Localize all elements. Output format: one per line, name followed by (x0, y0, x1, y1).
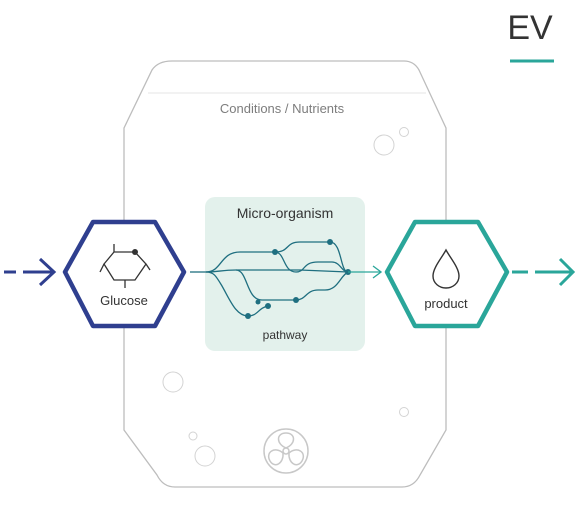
pathway-node (255, 299, 261, 305)
fan-icon (263, 428, 309, 474)
glucose-node: Glucose (62, 219, 187, 329)
product-node: product (384, 219, 510, 329)
glucose-hexagon (62, 219, 187, 329)
glucose-atom (132, 249, 138, 255)
product-hexagon (384, 219, 510, 329)
bubble (194, 445, 216, 467)
pathway-node (265, 303, 271, 309)
bubble (373, 134, 395, 156)
pathway-output-arrowhead (372, 265, 383, 279)
pathway-node (293, 297, 299, 303)
pathway-node (327, 239, 333, 245)
bubble (399, 127, 409, 137)
conditions-nutrients-label: Conditions / Nutrients (220, 101, 345, 116)
micro-organism-box (205, 197, 365, 351)
pathway-node (245, 313, 251, 319)
pathway-label: pathway (263, 328, 308, 342)
product-label: product (424, 296, 468, 311)
bubble (188, 431, 198, 441)
bubble (162, 371, 184, 393)
bubbles (162, 127, 409, 467)
pathway-node (272, 249, 278, 255)
bubble (399, 407, 409, 417)
micro-organism-title: Micro-organism (237, 205, 333, 221)
output-arrow (512, 257, 576, 287)
glucose-label: Glucose (100, 293, 148, 308)
bioreactor-vessel (123, 60, 447, 488)
input-arrow (4, 257, 57, 287)
droplet-icon (432, 248, 460, 289)
ev-logo: EV (507, 9, 553, 47)
